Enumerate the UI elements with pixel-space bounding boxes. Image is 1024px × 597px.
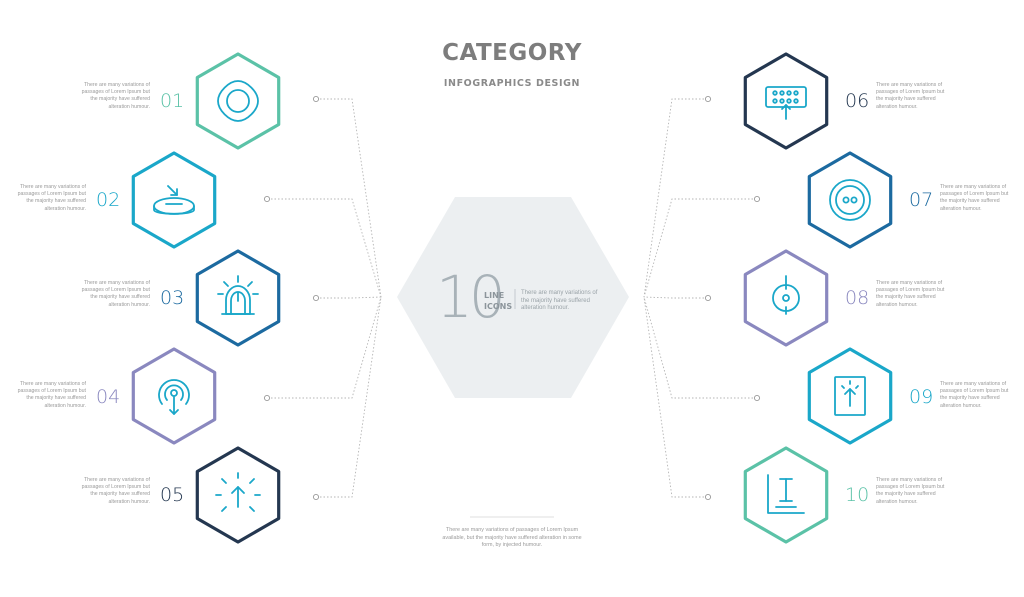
connector-lines [263, 95, 761, 501]
connector-dot-04 [263, 394, 271, 402]
item-number-03: 03 [160, 287, 185, 309]
connector-line-06 [643, 98, 704, 298]
item-number-01: 01 [160, 90, 185, 112]
alarm-light-icon [217, 275, 259, 315]
target-crosshair-icon [772, 275, 800, 315]
item-description-04: There are many variations of passages of… [17, 381, 86, 409]
connector-dot-06 [704, 95, 712, 103]
item-hexagons [131, 52, 893, 544]
connector-line-01 [320, 98, 382, 298]
button-two-holes-icon [829, 179, 871, 221]
item-description-03: There are many variations of passages of… [81, 280, 150, 308]
item-description-06: There are many variations of passages of… [876, 82, 945, 110]
connector-dot-01 [312, 95, 320, 103]
user-signal-icon [158, 379, 190, 415]
connector-line-07 [643, 198, 753, 298]
connector-dot-07 [753, 195, 761, 203]
connector-dot-08 [704, 294, 712, 302]
item-description-07: There are many variations of passages of… [940, 184, 1009, 212]
item-description-05: There are many variations of passages of… [81, 477, 150, 505]
center-label-line2: ICONS [484, 302, 513, 311]
hexagon-01 [195, 52, 281, 150]
center-label: LINE ICONS [484, 290, 514, 312]
connector-dot-03 [312, 294, 320, 302]
item-number-07: 07 [909, 189, 934, 211]
center-hexagon [397, 197, 629, 398]
center-label-line1: LINE [484, 291, 505, 300]
hexagon-07 [807, 151, 893, 249]
hexagon-02 [131, 151, 217, 249]
item-description-02: There are many variations of passages of… [17, 184, 86, 212]
connector-line-04 [271, 296, 382, 399]
item-description-09: There are many variations of passages of… [940, 381, 1009, 409]
connector-line-05 [320, 296, 382, 498]
connector-dot-10 [704, 493, 712, 501]
item-number-04: 04 [96, 386, 121, 408]
page-subtitle: INFOGRAPHICS DESIGN [443, 78, 581, 89]
connector-line-09 [643, 296, 753, 399]
keyboard-cursor-icon [765, 86, 807, 120]
item-number-09: 09 [909, 386, 934, 408]
connector-dot-09 [753, 394, 761, 402]
item-number-06: 06 [845, 90, 870, 112]
hexagon-08 [743, 249, 829, 347]
connector-line-10 [643, 296, 704, 498]
center-big-number: 10 [436, 263, 506, 331]
item-description-08: There are many variations of passages of… [876, 280, 945, 308]
text-cursor-board-icon [767, 474, 805, 514]
footer-text: There are many variations of passages of… [442, 527, 582, 549]
item-description-01: There are many variations of passages of… [81, 82, 150, 110]
arrow-card-icon [834, 376, 866, 416]
item-number-08: 08 [845, 287, 870, 309]
item-number-02: 02 [96, 189, 121, 211]
item-description-10: There are many variations of passages of… [876, 477, 945, 505]
hexagon-06 [743, 52, 829, 150]
page-title: CATEGORY [442, 40, 582, 66]
connector-dot-05 [312, 493, 320, 501]
connector-dot-02 [263, 195, 271, 203]
circle-in-rounded-square-icon [217, 80, 259, 122]
download-to-tray-icon [153, 185, 195, 215]
connector-line-03 [320, 296, 382, 299]
connector-line-02 [271, 198, 382, 298]
center-description: There are many variations of the majorit… [521, 290, 598, 312]
connector-line-08 [643, 296, 704, 299]
arrow-up-burst-icon [215, 472, 261, 512]
item-number-10: 10 [845, 484, 870, 506]
item-number-05: 05 [160, 484, 185, 506]
